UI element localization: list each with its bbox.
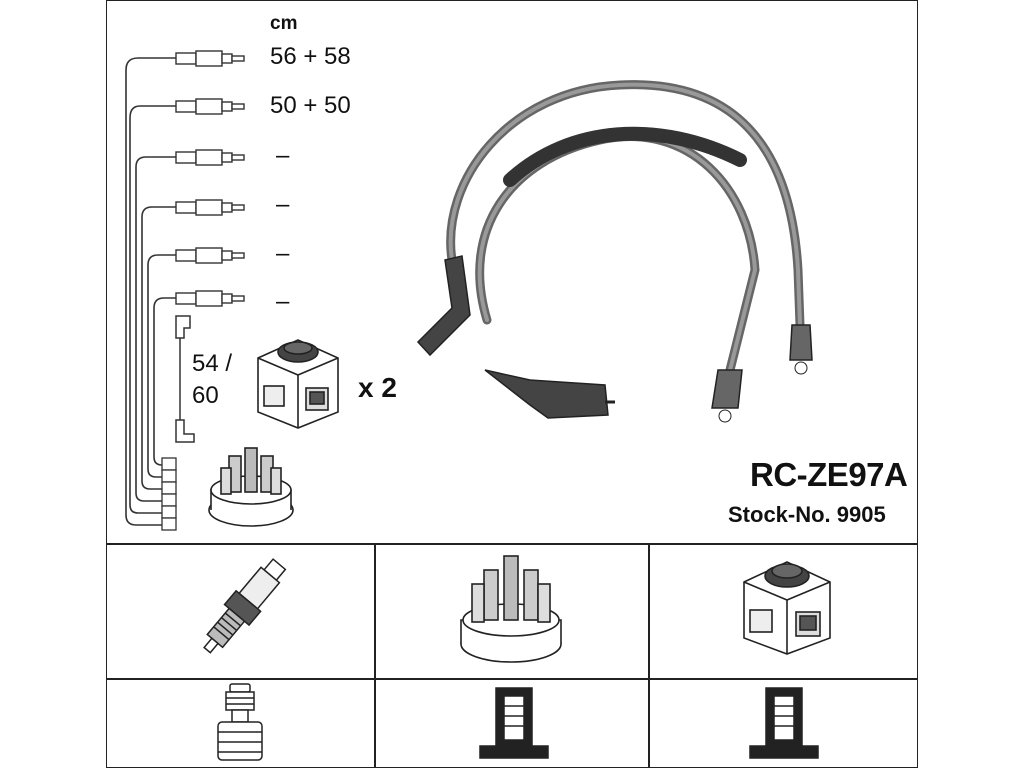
part-code: RC-ZE97A — [750, 456, 908, 493]
cap-terminal-connector-icon — [479, 687, 549, 759]
distributor-cap-icon — [208, 447, 294, 527]
distributor-cap-cell — [374, 543, 650, 680]
spark-plug-icon — [203, 558, 287, 654]
plug-boot-connector-icon — [217, 683, 263, 761]
lead-length-5: – — [276, 240, 290, 267]
coil-lead-length-line2: 60 — [192, 382, 219, 409]
unit-label: cm — [270, 13, 298, 34]
ignition-coil-cell — [648, 543, 918, 680]
spark-plug-lead-pair-illustration — [416, 80, 813, 423]
lead-length-2: 50 + 50 — [270, 92, 351, 119]
lead-length-4: – — [276, 191, 290, 218]
distributor-cap-icon — [460, 555, 562, 663]
diagram-panel — [106, 0, 918, 545]
coil-terminal-connector-icon — [749, 687, 819, 759]
coil-quantity: x 2 — [358, 372, 397, 403]
lead-length-3: – — [276, 142, 290, 169]
ignition-coil-icon — [743, 561, 831, 655]
stock-number: Stock-No. 9905 — [728, 502, 886, 527]
spark-plug-cell — [106, 543, 376, 680]
ignition-coil-icon — [257, 339, 339, 429]
lead-length-6: – — [276, 288, 290, 315]
coil-lead-length-line1: 54 / — [192, 350, 233, 377]
lead-length-1: 56 + 58 — [270, 43, 351, 70]
